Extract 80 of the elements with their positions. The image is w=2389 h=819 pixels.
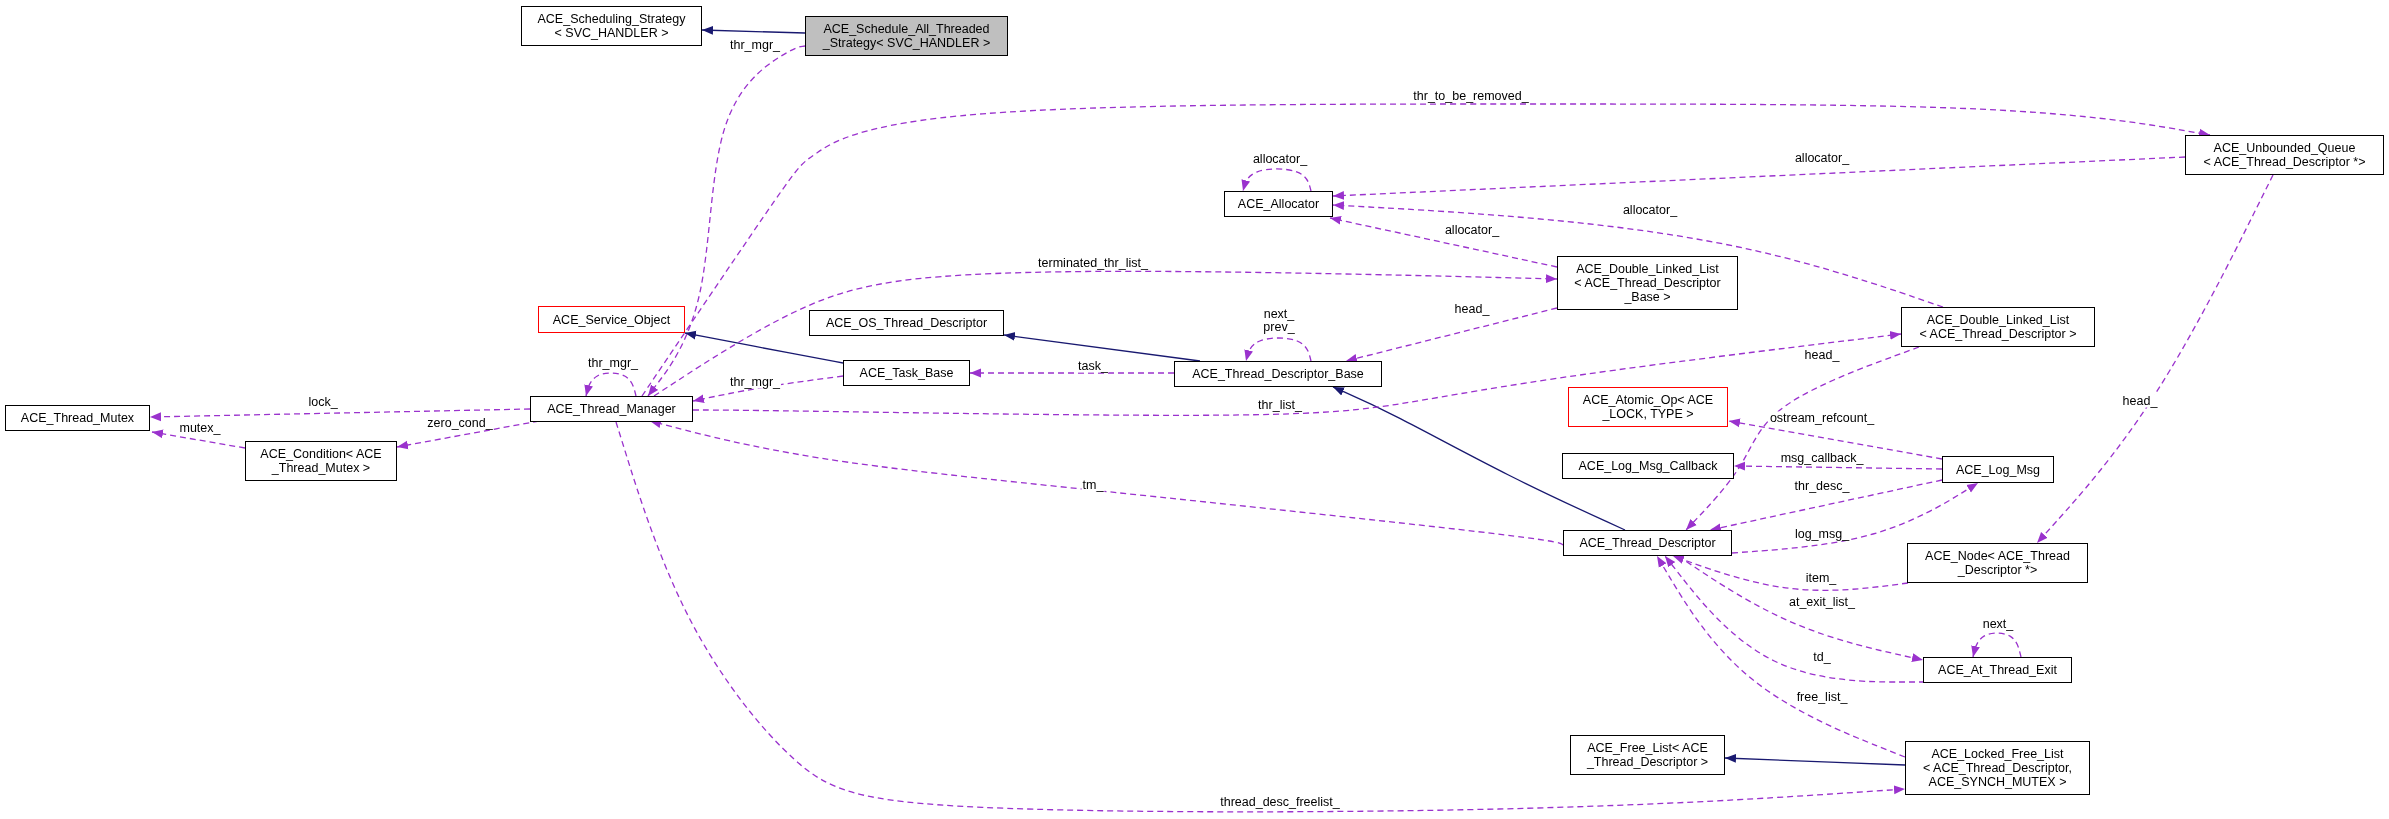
edge-label: head_: [1803, 348, 1841, 362]
edge-label: tm_: [1081, 478, 1105, 492]
edge-label: allocator_: [1793, 151, 1851, 165]
usage-arrow: [151, 429, 246, 449]
edge-label: td_: [1812, 650, 1832, 664]
class-box: ACE_Double_Linked_List < ACE_Thread_Descriptor _Base >: [1557, 256, 1738, 310]
edge-label: thr_mgr_: [587, 356, 639, 370]
class-box: ACE_Task_Base: [843, 360, 970, 386]
usage-arrow: [1672, 555, 1909, 591]
usage-arrow: [1733, 461, 1943, 471]
class-box: ACE_Thread_Descriptor_Base: [1174, 361, 1382, 387]
usage-arrow: [1728, 418, 1943, 460]
usage-arrow: [584, 372, 637, 397]
usage-arrow: [1971, 632, 2022, 658]
usage-arrow: [692, 330, 1902, 416]
edge-label: at_exit_list_: [1788, 595, 1856, 609]
edge-label: next_: [1981, 617, 2015, 631]
edge-label: next_ prev_: [1262, 308, 1296, 334]
edge-label: lock_: [307, 395, 339, 409]
inheritance-arrow: [701, 25, 806, 35]
class-box: ACE_Service_Object: [538, 306, 685, 333]
class-box: ACE_Unbounded_Queue < ACE_Thread_Descriptor *>: [2185, 135, 2384, 175]
usage-arrow: [1241, 168, 1312, 192]
usage-arrow: [647, 45, 806, 397]
usage-arrow: [969, 368, 1175, 378]
usage-arrow: [1345, 307, 1558, 363]
class-box: ACE_Log_Msg: [1942, 456, 2054, 483]
edge-label: terminated_thr_list_: [1037, 256, 1149, 270]
usage-arrow: [1656, 555, 1906, 758]
inheritance-arrow: [1332, 386, 1626, 531]
edge-label: thread_desc_freelist_: [1219, 795, 1341, 809]
usage-arrow: [2036, 174, 2274, 544]
class-box: ACE_Thread_Manager: [530, 396, 693, 422]
class-box: ACE_Atomic_Op< ACE _LOCK, TYPE >: [1568, 387, 1728, 427]
edge-label: thr_to_be_removed_: [1412, 89, 1530, 103]
edge-label: log_msg_: [1793, 527, 1851, 541]
edge-label: allocator_: [1443, 223, 1501, 237]
usage-arrow: [1329, 216, 1558, 268]
usage-arrow: [1332, 201, 1944, 308]
usage-arrow: [615, 421, 1906, 813]
class-box: ACE_Double_Linked_List < ACE_Thread_Descriptor >: [1901, 307, 2095, 347]
usage-arrow: [1332, 156, 2186, 200]
edge-label: task_: [1077, 359, 1109, 373]
edge-label: free_list_: [1795, 690, 1849, 704]
edge-label: allocator_: [1251, 152, 1309, 166]
edge-label: allocator_: [1621, 203, 1679, 217]
edge-label: zero_cond_: [426, 416, 494, 430]
edge-label: thr_desc_: [1793, 479, 1851, 493]
edge-label: ostream_refcount_: [1768, 411, 1876, 425]
class-box: ACE_OS_Thread_Descriptor: [809, 310, 1004, 336]
edge-label: thr_mgr_: [729, 38, 781, 52]
class-box: ACE_Free_List< ACE _Thread_Descriptor >: [1570, 735, 1725, 775]
edge-label: item_: [1804, 571, 1838, 585]
class-box: ACE_Locked_Free_List < ACE_Thread_Descriptor, ACE_SYNCH_MUTEX >: [1905, 741, 2090, 795]
inheritance-arrow: [1003, 332, 1201, 362]
class-box: ACE_At_Thread_Exit: [1923, 657, 2072, 683]
class-box: ACE_Node< ACE_Thread _Descriptor *>: [1907, 543, 2088, 583]
class-box: ACE_Schedule_All_Threaded _Strategy< SVC_HANDLER >: [805, 16, 1008, 56]
usage-arrow: [1685, 346, 1920, 531]
inheritance-arrow: [1724, 754, 1906, 766]
usage-arrow: [1709, 479, 1943, 532]
class-box: ACE_Thread_Mutex: [5, 405, 150, 431]
usage-arrow: [641, 103, 2211, 397]
usage-arrow: [149, 408, 531, 422]
edge-label: head_: [2121, 394, 2159, 408]
usage-arrow: [653, 270, 1558, 397]
inheritance-arrow: [684, 330, 844, 364]
class-box: ACE_Allocator: [1224, 191, 1333, 217]
edge-label: msg_callback_: [1779, 451, 1865, 465]
usage-arrow: [1244, 337, 1312, 362]
class-box: ACE_Log_Msg_Callback: [1562, 453, 1734, 479]
usage-arrow: [1731, 482, 1979, 554]
usage-arrow: [692, 375, 844, 404]
edge-label: mutex_: [178, 421, 222, 435]
class-box: ACE_Scheduling_Strategy < SVC_HANDLER >: [521, 6, 702, 46]
class-box: ACE_Condition< ACE _Thread_Mutex >: [245, 441, 397, 481]
class-box: ACE_Thread_Descriptor: [1563, 530, 1732, 556]
edge-label: head_: [1453, 302, 1491, 316]
edge-label: thr_mgr_: [729, 375, 781, 389]
edge-label: thr_list_: [1257, 398, 1303, 412]
